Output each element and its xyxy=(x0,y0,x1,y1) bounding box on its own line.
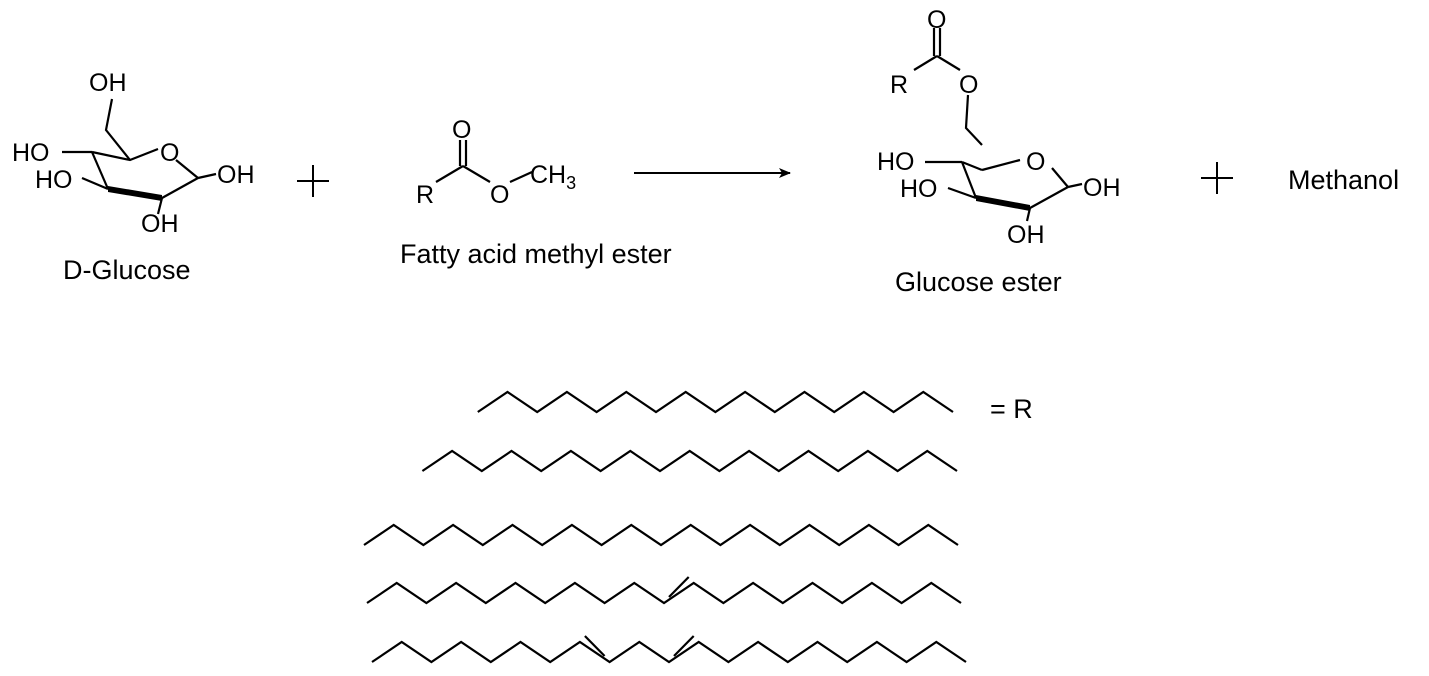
glucose-ester-structure: O R O HO HO O OH OH Glucose ester xyxy=(877,6,1121,297)
c2-c3-wedge-bond xyxy=(108,186,162,201)
d-glucose-caption: D-Glucose xyxy=(63,255,191,285)
c1-oh-bond xyxy=(197,172,217,180)
c1-c2-bond xyxy=(1029,186,1069,209)
atom-r: R xyxy=(890,71,908,99)
atom-r: R xyxy=(416,181,434,209)
atom-oh-bottom: OH xyxy=(141,210,179,238)
c3-oh-bond xyxy=(947,186,977,200)
ring-o-c1-bond xyxy=(175,159,199,179)
glucose-ester-caption: Glucose ester xyxy=(895,267,1062,297)
carbonyl-ester-o-bond xyxy=(462,165,491,183)
o-ch2-c5-bonds xyxy=(964,94,983,146)
methanol-label: Methanol xyxy=(1288,165,1399,195)
atom-ester-o: O xyxy=(490,181,509,209)
atom-ho-b: HO xyxy=(900,175,938,203)
ester-o-methyl-bond xyxy=(509,170,533,184)
c4-c5-bond xyxy=(961,160,983,172)
c2-oh-bond xyxy=(1025,207,1032,222)
ch2oh-bonds xyxy=(104,98,131,161)
r-chain-2 xyxy=(421,449,958,473)
plus-sign xyxy=(297,165,329,197)
atom-oh-right: OH xyxy=(1083,174,1121,202)
atom-ester-o: O xyxy=(959,71,978,99)
r-carbonyl-bond xyxy=(435,165,464,183)
c3-c4-bond xyxy=(90,151,110,190)
atom-ho-a: HO xyxy=(877,148,915,176)
atom-ho-a: HO xyxy=(12,139,50,167)
methyl-subscript: 3 xyxy=(566,173,576,193)
r-carbonyl-bond xyxy=(913,55,938,71)
r-definition-label: = R xyxy=(990,394,1033,424)
c2-oh-bond xyxy=(156,197,164,215)
carbonyl-ester-o-bond xyxy=(936,55,961,71)
r-chain-4 xyxy=(366,581,962,605)
atom-ring-o: O xyxy=(160,139,179,167)
fame-structure: O R O CH3 Fatty acid methyl ester xyxy=(400,116,672,269)
plus-sign xyxy=(1201,162,1233,194)
atom-oh-right: OH xyxy=(217,161,255,189)
r-chain-5-double-bond xyxy=(673,635,695,657)
c5-ring-o-bond xyxy=(981,158,1021,172)
d-glucose-structure: OH HO HO O OH OH D-Glucose xyxy=(12,69,255,285)
atom-methyl: CH3 xyxy=(530,161,576,193)
atom-carbonyl-o: O xyxy=(452,116,471,144)
r-chain-5 xyxy=(371,640,967,664)
ring-o-c1-bond xyxy=(1051,167,1069,188)
atom-ring-o: O xyxy=(1026,148,1045,176)
atom-oh-top: OH xyxy=(89,69,127,97)
atom-ho-b: HO xyxy=(35,166,73,194)
r-chain-1 xyxy=(477,390,954,414)
fame-caption: Fatty acid methyl ester xyxy=(400,239,672,269)
c3-oh-bond xyxy=(81,176,109,191)
c3-c4-bond xyxy=(960,161,978,199)
r-chain-3 xyxy=(363,523,959,547)
atom-carbonyl-o: O xyxy=(927,6,946,34)
atom-oh-bottom: OH xyxy=(1007,221,1045,249)
c1-oh-bond xyxy=(1067,182,1083,189)
r-chain-5-double-bond xyxy=(584,635,606,657)
c1-c2-bond xyxy=(161,177,199,199)
r-chain-4-double-bond xyxy=(668,576,690,598)
c2-c3-wedge-bond xyxy=(976,195,1030,211)
methyl-label: CH xyxy=(530,161,566,189)
r-group-chains xyxy=(363,390,967,664)
